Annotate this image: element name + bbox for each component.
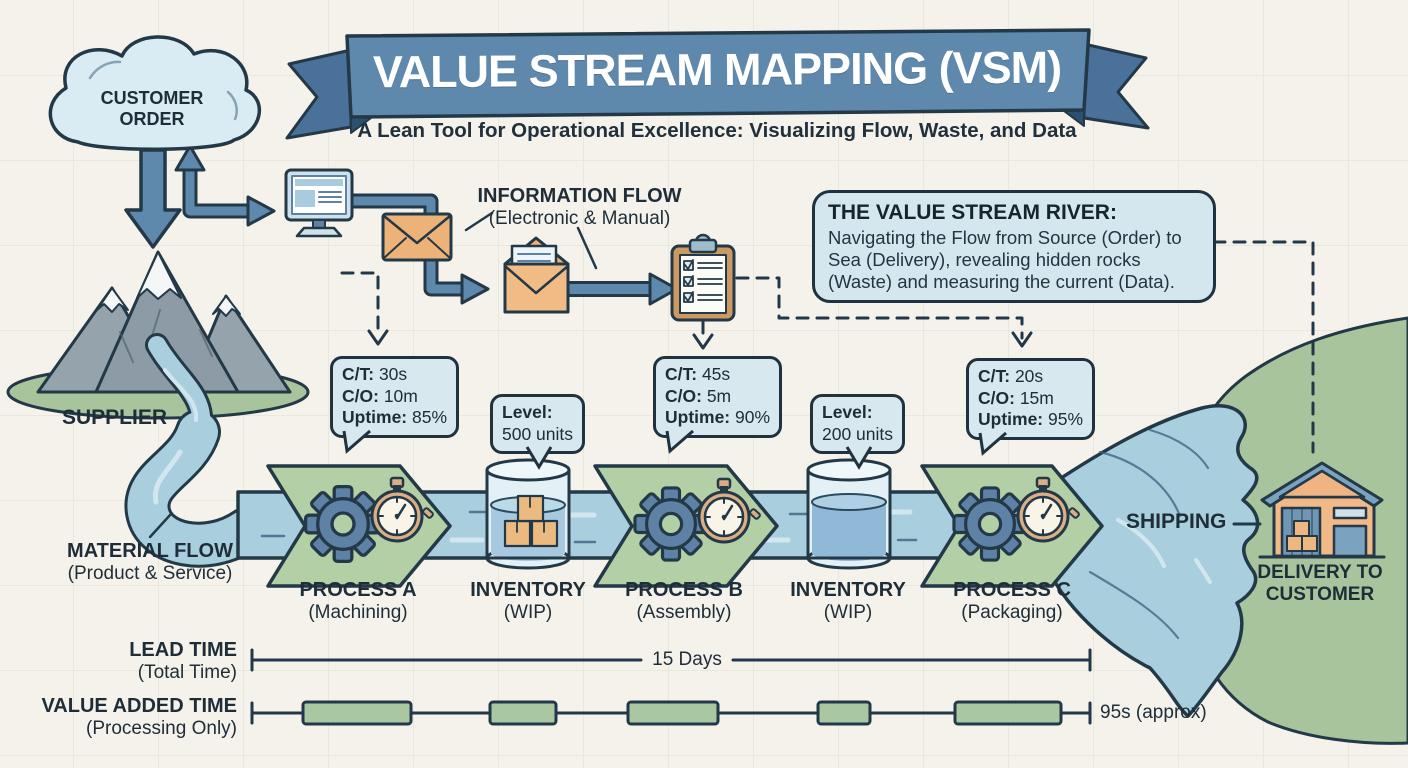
inventory-container-icon [485, 458, 571, 570]
process-b-label: PROCESS B (Assembly) [625, 579, 743, 623]
order-to-supplier-arrow [124, 148, 182, 249]
value-added-time-line [250, 700, 1092, 726]
lead-time-value: 15 Days [652, 649, 722, 670]
river-source [124, 333, 269, 568]
bubble-tail [525, 446, 552, 471]
supplier-label: SUPPLIER [62, 406, 168, 429]
computer-icon [284, 168, 354, 238]
shipping-label: SHIPPING [1126, 510, 1227, 533]
label-pointers [148, 211, 598, 539]
process-a-label: PROCESS A (Machining) [299, 579, 417, 623]
bubble-tail [978, 432, 1007, 456]
process-a-data-box: C/T: 30s C/O: 10m Uptime: 85% [330, 356, 460, 454]
title-ribbon [285, 28, 1150, 140]
information-flow-label: INFORMATION FLOW (Electronic & Manual) [477, 185, 682, 229]
process-b-data-box: C/T: 45s C/O: 5m Uptime: 90% [653, 356, 783, 454]
customer-order-label: CUSTOMER ORDER [100, 88, 204, 129]
bubble-tail [665, 430, 694, 454]
lead-time-label: LEAD TIME (Total Time) [129, 639, 237, 683]
open-envelope-icon [503, 236, 570, 314]
inventory-1-label: INVENTORY (WIP) [470, 579, 586, 623]
note-heading: THE VALUE STREAM RIVER: [828, 201, 1117, 224]
value-stream-river-note: THE VALUE STREAM RIVER: Navigating the F… [812, 190, 1216, 304]
page-subtitle: A Lean Tool for Operational Excellence: … [357, 119, 1077, 142]
process-c-data-box: C/T: 20s C/O: 15m Uptime: 95% [966, 358, 1096, 456]
clipboard-icon [670, 233, 736, 322]
inventory-container-icon [806, 458, 892, 570]
warehouse-icon [1258, 461, 1386, 559]
note-body: Navigating the Flow from Source (Order) … [828, 227, 1182, 292]
material-flow-label: MATERIAL FLOW (Product & Service) [67, 540, 233, 584]
value-added-time-label: VALUE ADDED TIME (Processing Only) [41, 695, 237, 739]
inventory-2-label: INVENTORY (WIP) [790, 579, 906, 623]
delivery-label: DELIVERY TO CUSTOMER [1257, 562, 1383, 605]
customer-order-cloud [48, 35, 262, 152]
manual-info-arrow [560, 272, 679, 306]
lead-time-line [250, 648, 1092, 672]
order-to-computer-arrow [174, 144, 276, 227]
dashed-connectors [340, 240, 1315, 454]
value-added-time-value: 95s (approx) [1100, 702, 1207, 723]
bubble-tail [342, 430, 371, 454]
bubble-tail [845, 446, 872, 471]
dashed-arrowheads [367, 329, 1033, 350]
inventory-2-data-box: Level: 200 units [810, 394, 906, 471]
process-c-label: PROCESS C (Packaging) [953, 579, 1071, 623]
page-title: VALUE STREAM MAPPING (VSM) [372, 41, 1062, 98]
envelope-icon [381, 212, 453, 262]
inventory-1-data-box: Level: 500 units [490, 394, 586, 471]
